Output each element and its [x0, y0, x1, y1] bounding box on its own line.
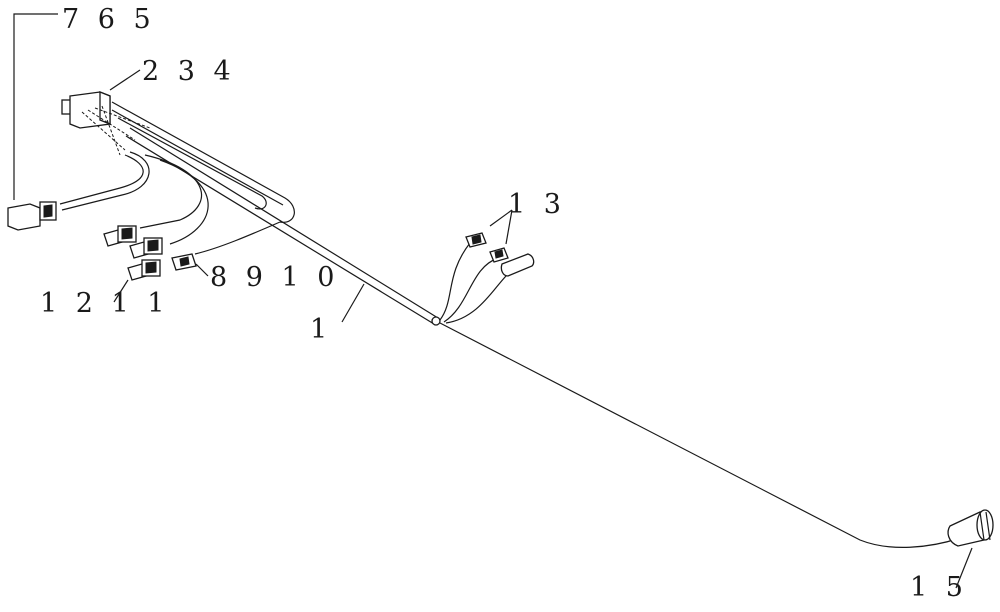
connector-13: [465, 232, 535, 277]
connector-15: [947, 509, 994, 547]
label-1: 1: [310, 314, 332, 345]
label-15: 1 5: [910, 572, 968, 603]
connector-765: [7, 201, 57, 231]
label-765: 7 6 5: [62, 4, 156, 35]
branch-wires-13: [439, 242, 511, 324]
leader-lines: [13, 13, 973, 589]
connector-11b: [127, 259, 161, 281]
connector-234: [61, 91, 151, 156]
label-13: 1 3: [508, 189, 566, 220]
label-234: 2 3 4: [142, 56, 236, 87]
trunk-end-cap: [431, 316, 441, 326]
long-wire: [439, 322, 961, 548]
connector-12: [103, 225, 137, 247]
connector-11a: [129, 237, 163, 259]
label-8910: 8 9 1 0: [210, 262, 339, 293]
label-1211: 1 2 1 1: [40, 288, 169, 319]
wire-765: [59, 154, 144, 205]
connector-8910: [171, 253, 197, 271]
